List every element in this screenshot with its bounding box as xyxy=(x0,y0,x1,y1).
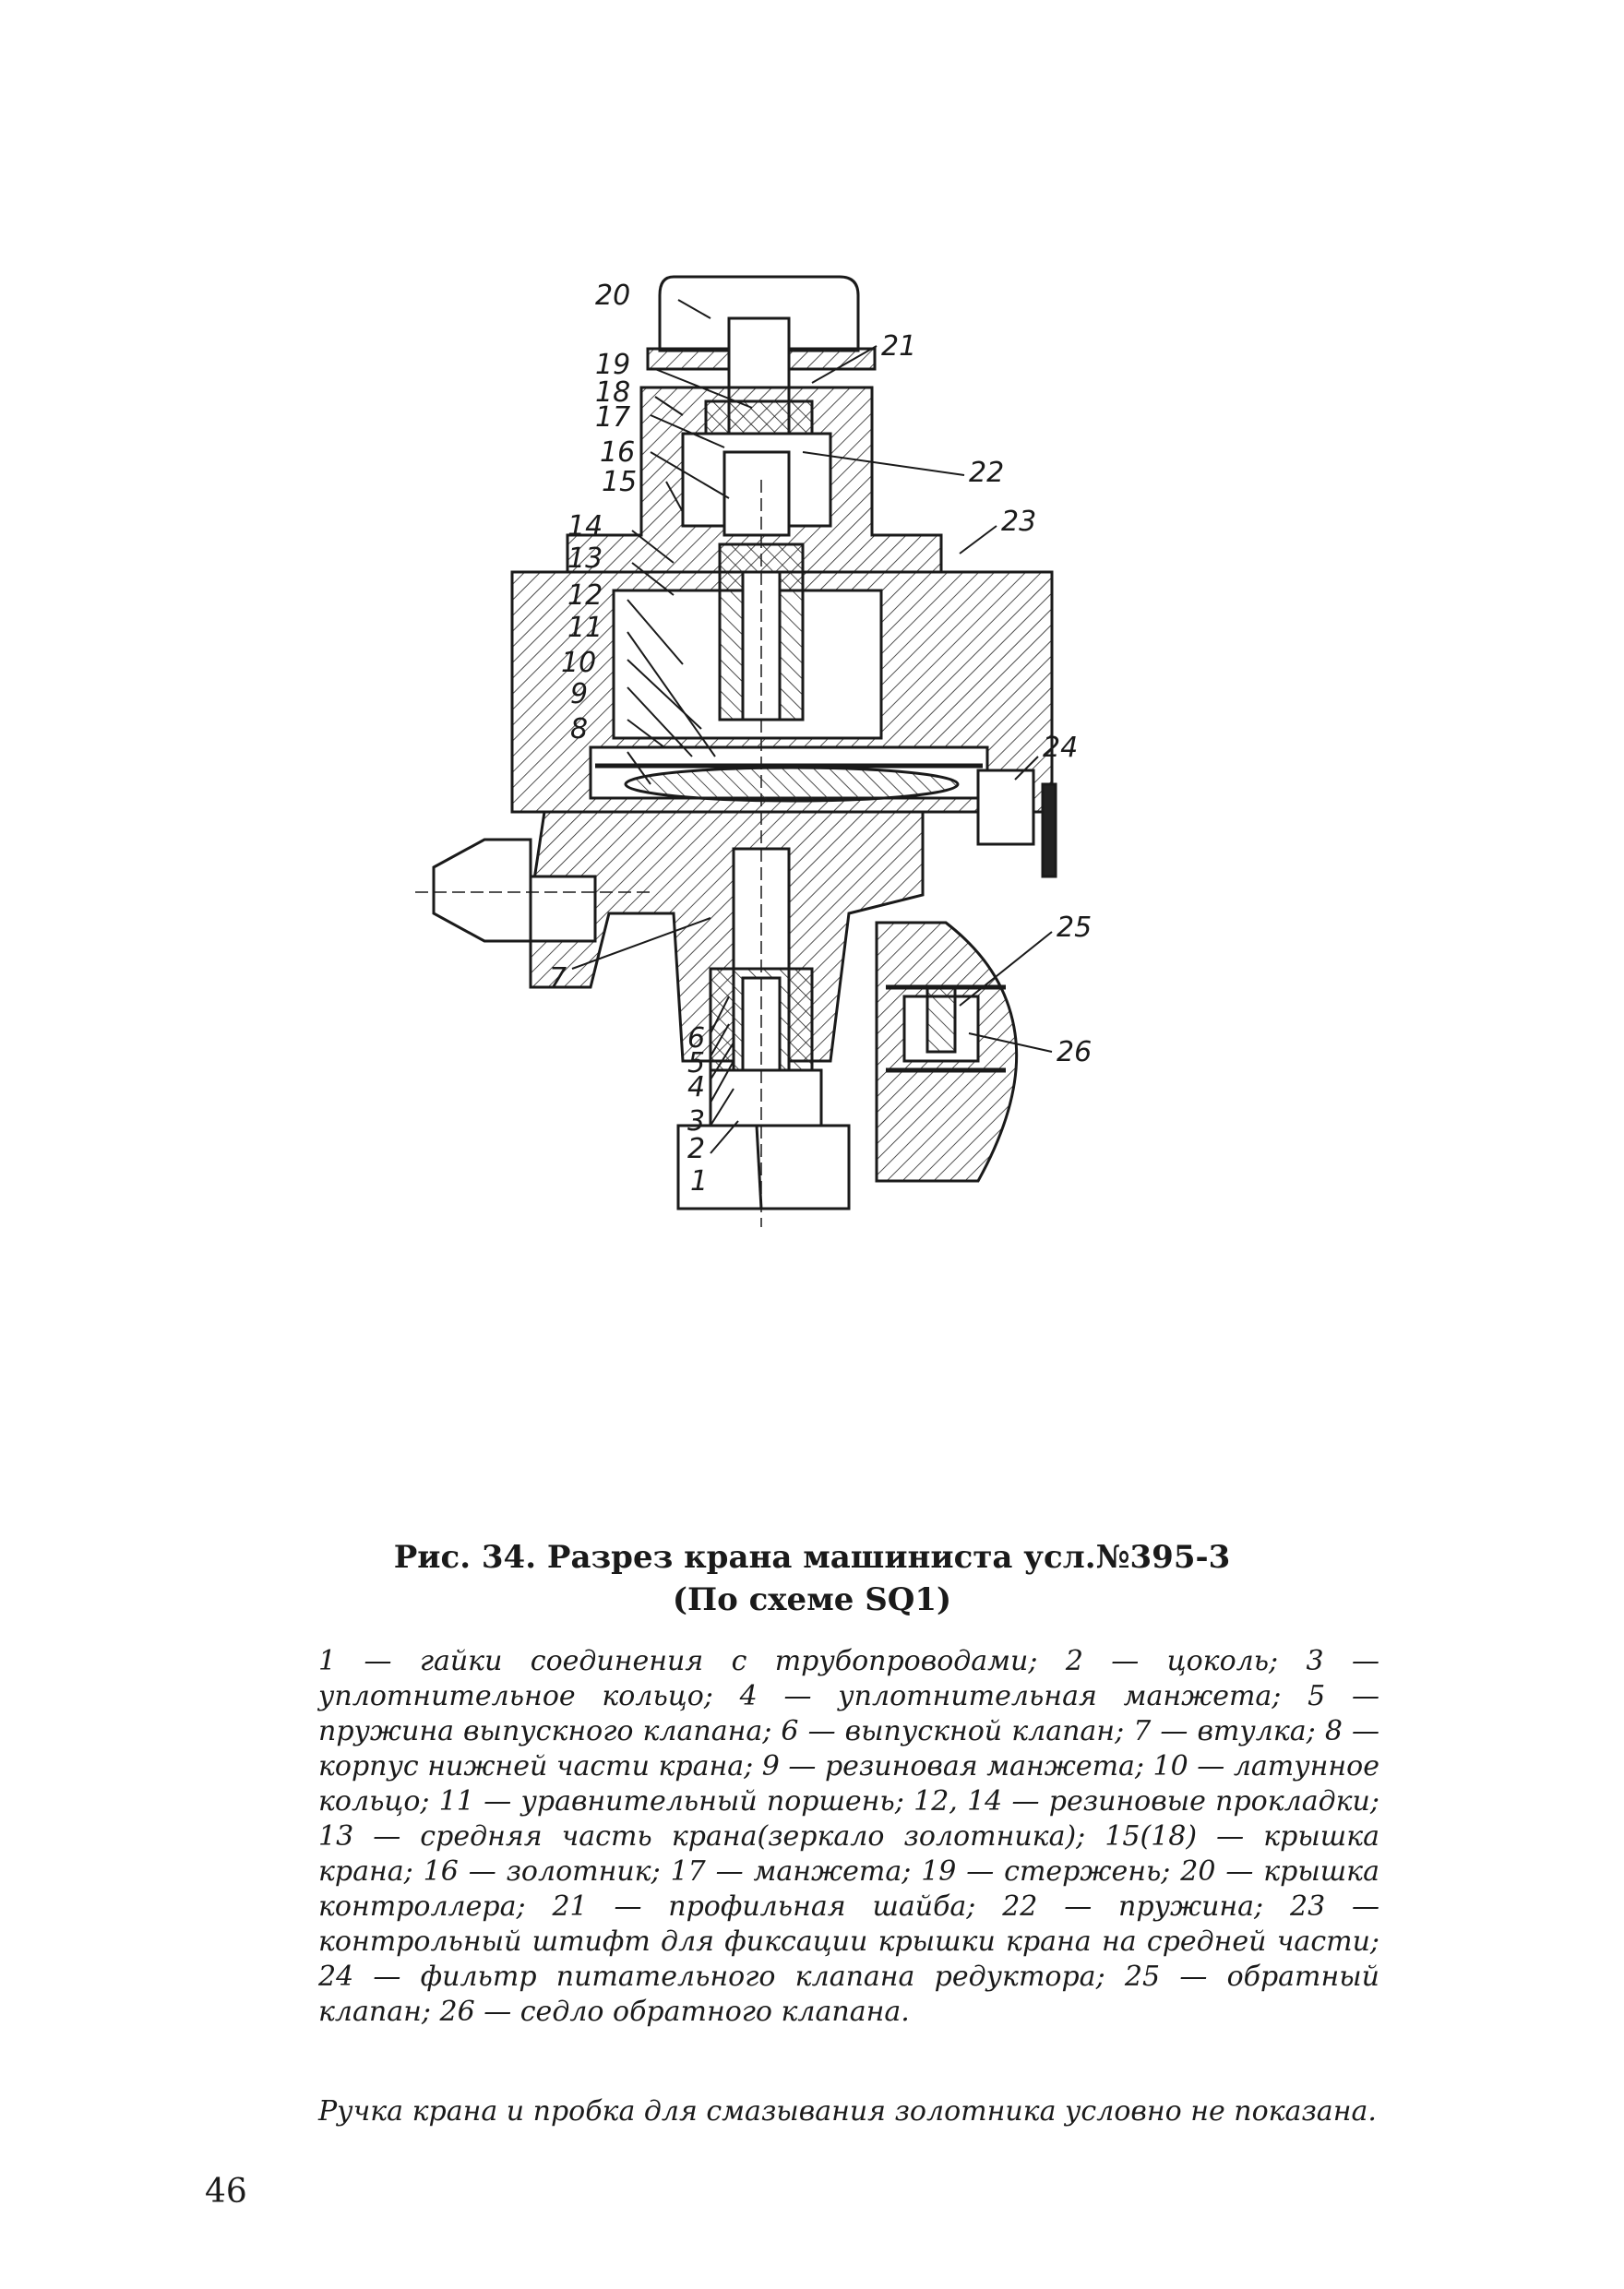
callout-2: 2 xyxy=(687,1133,705,1165)
figure-note: Ручка крана и пробка для смазывания золо… xyxy=(318,2095,1377,2128)
callout-13: 13 xyxy=(567,542,603,575)
callout-15: 15 xyxy=(602,466,637,498)
callout-5: 5 xyxy=(687,1047,705,1079)
callout-3: 3 xyxy=(687,1105,705,1138)
page-number: 46 xyxy=(205,2173,247,2211)
callout-20: 20 xyxy=(595,280,630,312)
callout-21: 21 xyxy=(881,330,916,363)
callout-9: 9 xyxy=(570,678,588,710)
callout-26: 26 xyxy=(1057,1036,1092,1068)
callout-4: 4 xyxy=(687,1071,705,1103)
callout-7: 7 xyxy=(549,962,567,995)
callout-10: 10 xyxy=(561,647,596,679)
callout-6: 6 xyxy=(687,1022,705,1055)
callout-18: 18 xyxy=(595,376,630,409)
valve-cross-section-figure: 20 21 19 18 17 16 22 15 23 14 13 12 11 1… xyxy=(406,268,1292,1467)
valve-drawing xyxy=(415,275,1057,1227)
callout-12: 12 xyxy=(567,579,603,612)
callout-19: 19 xyxy=(595,349,630,381)
callout-17: 17 xyxy=(595,401,630,434)
callout-24: 24 xyxy=(1043,732,1078,764)
callout-25: 25 xyxy=(1057,912,1092,944)
callout-23: 23 xyxy=(1001,506,1036,538)
callout-8: 8 xyxy=(570,713,588,745)
callout-11: 11 xyxy=(567,612,603,644)
caption-title: Рис. 34. Разрез крана машиниста усл.№395… xyxy=(393,1539,1231,1576)
figure-legend: 1 — гайки соединения с трубопроводами; 2… xyxy=(318,1645,1379,2028)
figure-caption: Рис. 34. Разрез крана машиниста усл.№395… xyxy=(277,1536,1347,1621)
callout-22: 22 xyxy=(969,457,1004,489)
callout-14: 14 xyxy=(567,510,603,542)
callout-16: 16 xyxy=(600,436,635,469)
caption-subtitle: (По схеме SQ1) xyxy=(672,1581,952,1618)
callout-1: 1 xyxy=(690,1165,708,1198)
